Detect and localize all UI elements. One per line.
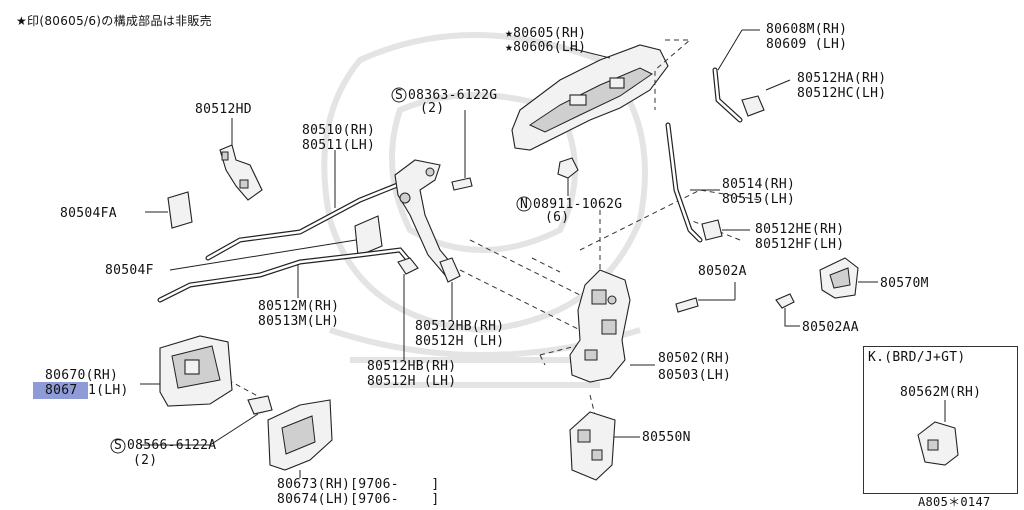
nut-08911 [557, 157, 579, 179]
label-80503[interactable]: 80503(LH) [658, 368, 732, 383]
label-80673[interactable]: 80673(RH)[9706- ] [277, 477, 440, 492]
assembly-dashed-lines [227, 39, 761, 416]
label-80671-part-b[interactable]: 1(LH) [88, 383, 129, 398]
label-80605[interactable]: ★80605(RH) [505, 26, 587, 41]
label-80502[interactable]: 80502(RH) [658, 351, 732, 366]
part-80504f [354, 215, 383, 257]
label-80671-part-a[interactable]: 8067 [45, 383, 78, 398]
part-80562m [917, 400, 959, 466]
label-08566[interactable]: 08566-6122A [127, 438, 217, 453]
circle-s-08363 [391, 87, 407, 103]
label-80512hf[interactable]: 80512HF(LH) [755, 237, 845, 252]
label-80562m[interactable]: 80562M(RH) [900, 385, 982, 400]
part-80670-inside-handle [140, 335, 233, 407]
label-80512h-1[interactable]: 80512H (LH) [415, 334, 505, 349]
rod-80512m [157, 247, 413, 303]
screw-80502aa [775, 293, 800, 327]
bellcrank-assembly [394, 159, 456, 276]
header-note: ★印(80605/6)の構成部品は非販売 [16, 14, 212, 28]
label-80512ha[interactable]: 80512HA(RH) [797, 71, 887, 86]
label-symbol-s-08566: S [114, 438, 123, 453]
label-80609[interactable]: 80609 (LH) [766, 37, 848, 52]
label-80674[interactable]: 80674(LH)[9706- ] [277, 492, 440, 507]
inset-title: K.(BRD/J+GT) [868, 350, 966, 365]
part-80605-outside-handle [511, 44, 669, 151]
rod-80608m [712, 29, 760, 123]
label-80514[interactable]: 80514(RH) [722, 177, 796, 192]
label-08566-qty: (2) [133, 453, 158, 468]
highlight-80671 [33, 382, 88, 399]
label-08911[interactable]: 08911-1062G [533, 197, 623, 212]
clip-80512ha [741, 79, 791, 117]
label-80512hc[interactable]: 80512HC(LH) [797, 86, 887, 101]
label-80512he[interactable]: 80512HE(RH) [755, 222, 845, 237]
label-08911-qty: (6) [545, 210, 570, 225]
circle-s-08566 [110, 438, 126, 454]
label-80513m[interactable]: 80513M(LH) [258, 314, 340, 329]
label-80502a[interactable]: 80502A [698, 264, 747, 279]
label-08363[interactable]: 08363-6122G [408, 88, 498, 103]
label-80504f[interactable]: 80504F [105, 263, 154, 278]
label-symbol-n-08911: N [520, 197, 529, 212]
label-80511[interactable]: 80511(LH) [302, 138, 376, 153]
label-80515[interactable]: 80515(LH) [722, 192, 796, 207]
label-80606[interactable]: ★80606(LH) [505, 40, 587, 55]
label-80512hb-2[interactable]: 80512HB(RH) [367, 359, 457, 374]
label-80512m[interactable]: 80512M(RH) [258, 299, 340, 314]
clip-80512he [701, 219, 750, 241]
label-80504fa[interactable]: 80504FA [60, 206, 117, 221]
label-80510[interactable]: 80510(RH) [302, 123, 376, 138]
label-08363-qty: (2) [420, 101, 445, 116]
label-80512h-2[interactable]: 80512H (LH) [367, 374, 457, 389]
label-80570m[interactable]: 80570M [880, 276, 929, 291]
part-80504fa [167, 191, 193, 229]
circle-n-08911 [516, 196, 532, 212]
screw-08566 [140, 395, 273, 446]
diagram-code: A805＊0147 [918, 495, 991, 509]
screw-80502a [675, 282, 736, 313]
rod-80514 [665, 122, 720, 243]
part-80550n-actuator [569, 411, 640, 481]
part-80502-door-lock [569, 269, 631, 383]
part-80512hd [219, 144, 263, 201]
part-80570m-striker [819, 257, 878, 299]
label-symbol-s-08363: S [395, 88, 404, 103]
label-80550n[interactable]: 80550N [642, 430, 691, 445]
label-80608m[interactable]: 80608M(RH) [766, 22, 848, 37]
clip-80512hb-left [397, 257, 419, 360]
label-80670[interactable]: 80670(RH) [45, 368, 119, 383]
clip-80512hb-right [439, 257, 461, 320]
leader-80504f [169, 239, 357, 271]
screw-08363 [451, 110, 473, 191]
inset-box [863, 346, 1018, 494]
label-80512hb-1[interactable]: 80512HB(RH) [415, 319, 505, 334]
part-80673-escutcheon [267, 399, 333, 478]
label-80502aa[interactable]: 80502AA [802, 320, 859, 335]
leader-80605 [569, 47, 611, 59]
label-80512hd[interactable]: 80512HD [195, 102, 252, 117]
